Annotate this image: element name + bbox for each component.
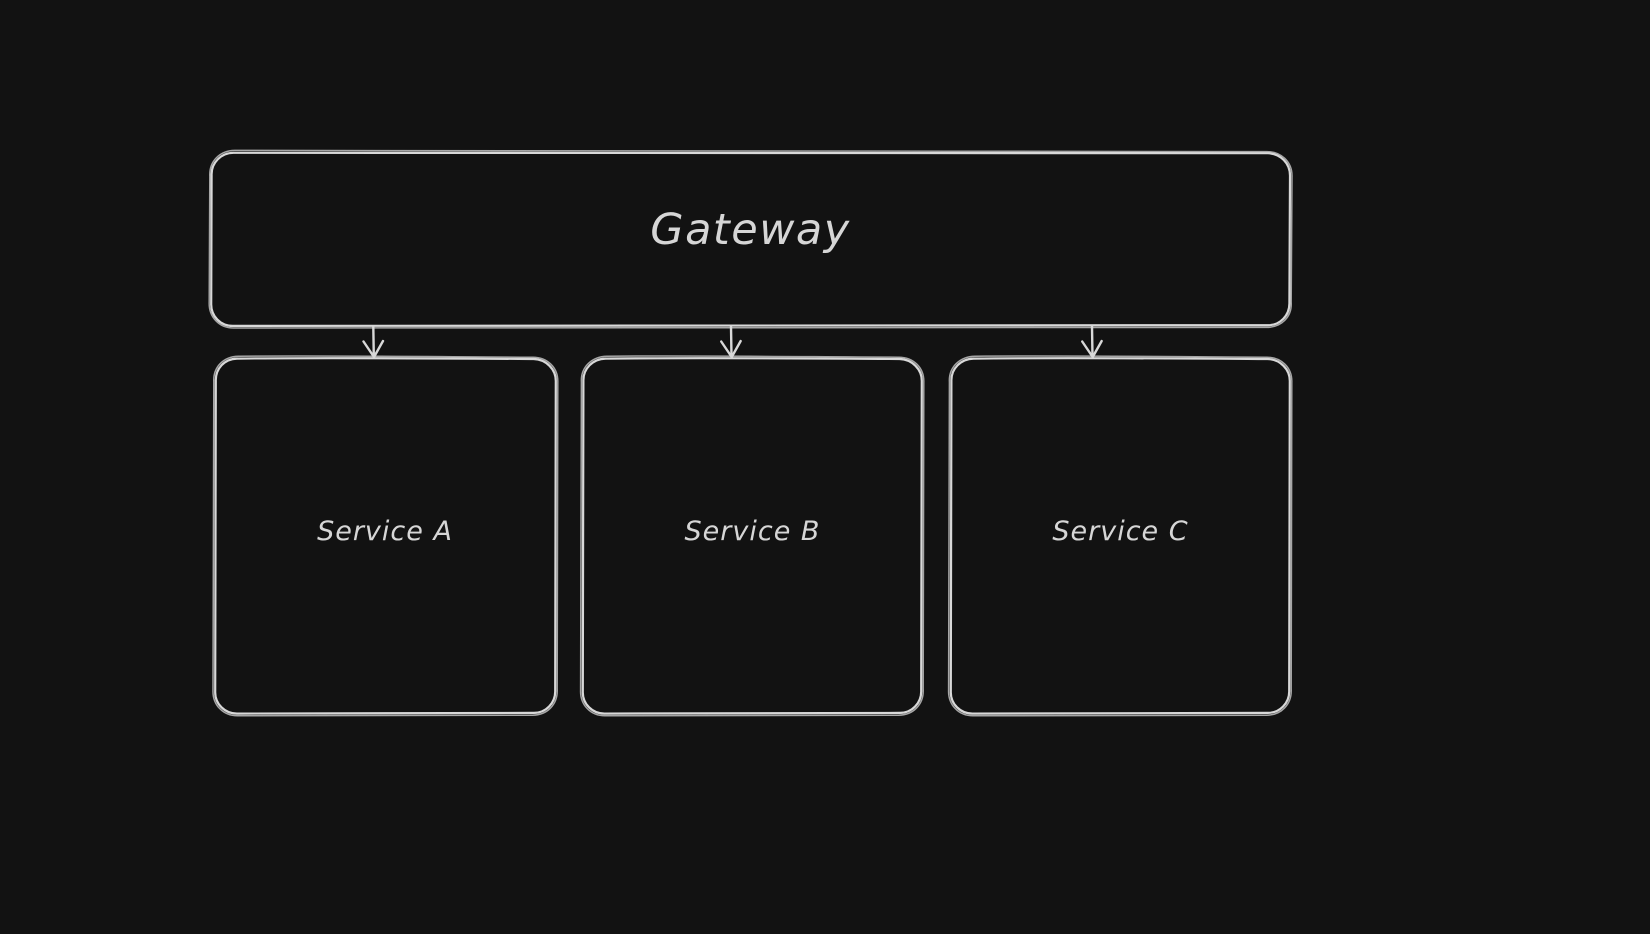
edge-gateway-service-b[interactable]	[720, 325, 742, 359]
arrow-head-icon	[1081, 339, 1103, 359]
node-service-b[interactable]	[579, 355, 925, 717]
node-gateway[interactable]	[208, 149, 1293, 329]
service-b-box-sketch-pass	[579, 355, 925, 717]
arrow-shaft	[729, 325, 733, 358]
service-a-box-outline	[214, 357, 557, 715]
arrow-shaft	[372, 325, 375, 358]
arrow-head-icon	[720, 339, 742, 359]
service-c-box-outline	[949, 357, 1291, 715]
gateway-box-sketch-pass	[208, 149, 1293, 329]
service-c-box-sketch-pass	[947, 355, 1293, 717]
arrow-head-icon	[362, 339, 385, 359]
service-b-box-outline	[581, 357, 923, 715]
service-a-box-sketch-pass	[212, 355, 559, 717]
node-service-c[interactable]	[947, 355, 1293, 717]
node-service-a[interactable]	[212, 355, 559, 717]
gateway-box-outline	[210, 151, 1292, 328]
edge-gateway-service-a[interactable]	[362, 325, 385, 359]
edge-gateway-service-c[interactable]	[1081, 325, 1103, 359]
arrow-shaft	[1090, 325, 1094, 358]
